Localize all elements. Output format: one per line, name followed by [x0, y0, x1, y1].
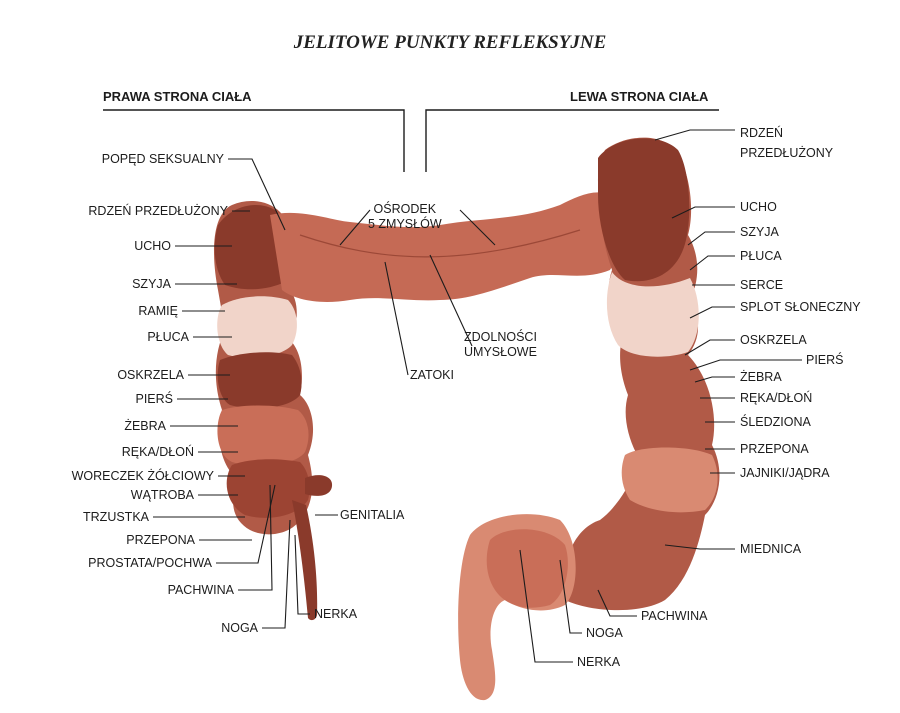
senses-center-label: OŚRODEK 5 ZMYSŁÓW — [368, 202, 442, 231]
mental-abilities-label: ZDOLNOŚCI UMYSŁOWE — [464, 330, 537, 359]
header-lines — [103, 109, 719, 172]
label-ribs-right: ŻEBRA — [740, 370, 782, 384]
right-side-header: PRAWA STRONA CIAŁA — [103, 89, 252, 104]
label-pelvis: MIEDNICA — [740, 542, 802, 556]
label-breast-right: PIERŚ — [806, 353, 844, 367]
label-diaphragm-left: PRZEPONA — [126, 533, 195, 547]
label-lungs-left: PŁUCA — [147, 330, 189, 344]
label-bronchi-right: OSKRZELA — [740, 333, 807, 347]
label-ribs-left: ŻEBRA — [124, 419, 166, 433]
label-sex-drive: POPĘD SEKSUALNY — [101, 152, 224, 166]
leader-lines-center — [339, 209, 496, 376]
label-spleen: ŚLEDZIONA — [740, 415, 811, 429]
label-groin-right: PACHWINA — [641, 609, 708, 623]
label-bronchi-left: OSKRZELA — [117, 368, 184, 382]
label-neck-left: SZYJA — [132, 277, 171, 291]
left-side-header: LEWA STRONA CIAŁA — [570, 89, 709, 104]
diagram-title: JELITOWE PUNKTY REFLEKSYJNE — [293, 32, 607, 53]
transverse-colon — [270, 192, 622, 302]
label-groin-left: PACHWINA — [167, 583, 234, 597]
label-liver: WĄTROBA — [130, 488, 194, 502]
sigmoid-colon — [458, 514, 576, 701]
label-lungs-right: PŁUCA — [740, 249, 782, 263]
label-shoulder: RAMIĘ — [138, 304, 178, 318]
label-ear-right: UCHO — [740, 200, 777, 214]
label-breast-left: PIERŚ — [135, 392, 173, 406]
label-neck-right: SZYJA — [740, 225, 779, 239]
label-pancreas: TRZUSTKA — [83, 510, 149, 524]
leader-lines-right — [519, 129, 802, 663]
label-ear-left: UCHO — [134, 239, 171, 253]
label-kidney-right: NERKA — [577, 655, 621, 669]
label-ovaries: JAJNIKI/JĄDRA — [740, 466, 830, 480]
label-heart: SERCE — [740, 278, 784, 292]
label-hand-left: RĘKA/DŁOŃ — [121, 445, 194, 459]
label-prostate: PROSTATA/POCHWA — [88, 556, 212, 570]
label-diaphragm-right: PRZEPONA — [740, 442, 809, 456]
label-leg-left: NOGA — [221, 621, 258, 635]
label-genitalia: GENITALIA — [340, 508, 405, 522]
label-solar-plexus: SPLOT SŁONECZNY — [740, 300, 861, 314]
label-leg-right: NOGA — [586, 626, 623, 640]
leader-lines-left — [153, 158, 338, 629]
label-hand-right: RĘKA/DŁOŃ — [740, 391, 813, 405]
label-medulla-left: RDZEŃ PRZEDŁUŻONY — [88, 204, 228, 218]
label-medulla-right: RDZEŃ PRZEDŁUŻONY — [740, 126, 834, 160]
descending-colon — [563, 137, 720, 611]
label-kidney-left: NERKA — [314, 607, 358, 621]
sinuses-label: ZATOKI — [410, 368, 454, 382]
label-gallbladder: WORECZEK ŻÓŁCIOWY — [71, 469, 214, 483]
